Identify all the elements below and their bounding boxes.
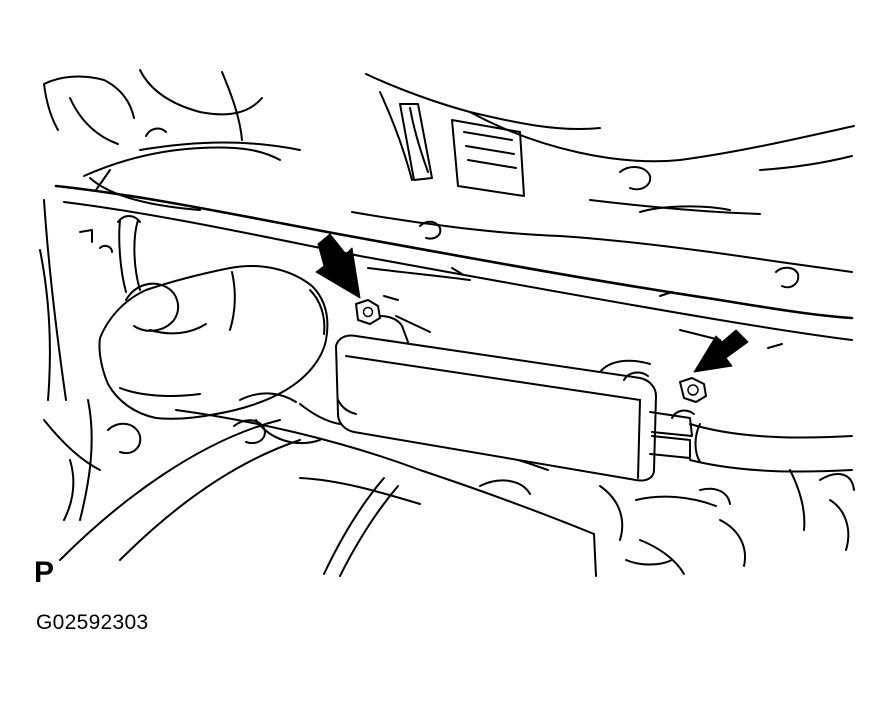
canister-box <box>335 295 693 482</box>
lower-components <box>59 289 855 577</box>
hex-bolt-icon <box>355 299 381 325</box>
figure-id-label: G02592303 <box>36 611 149 634</box>
hose <box>671 409 853 473</box>
upper-body-panel <box>43 69 855 215</box>
hex-bolt-icon <box>679 377 707 403</box>
left-structure <box>39 199 142 521</box>
arrow-down-right-icon <box>315 233 361 299</box>
hand-icon <box>98 215 329 420</box>
view-code-label: P <box>34 556 55 589</box>
arrow-down-left-icon <box>693 329 749 373</box>
